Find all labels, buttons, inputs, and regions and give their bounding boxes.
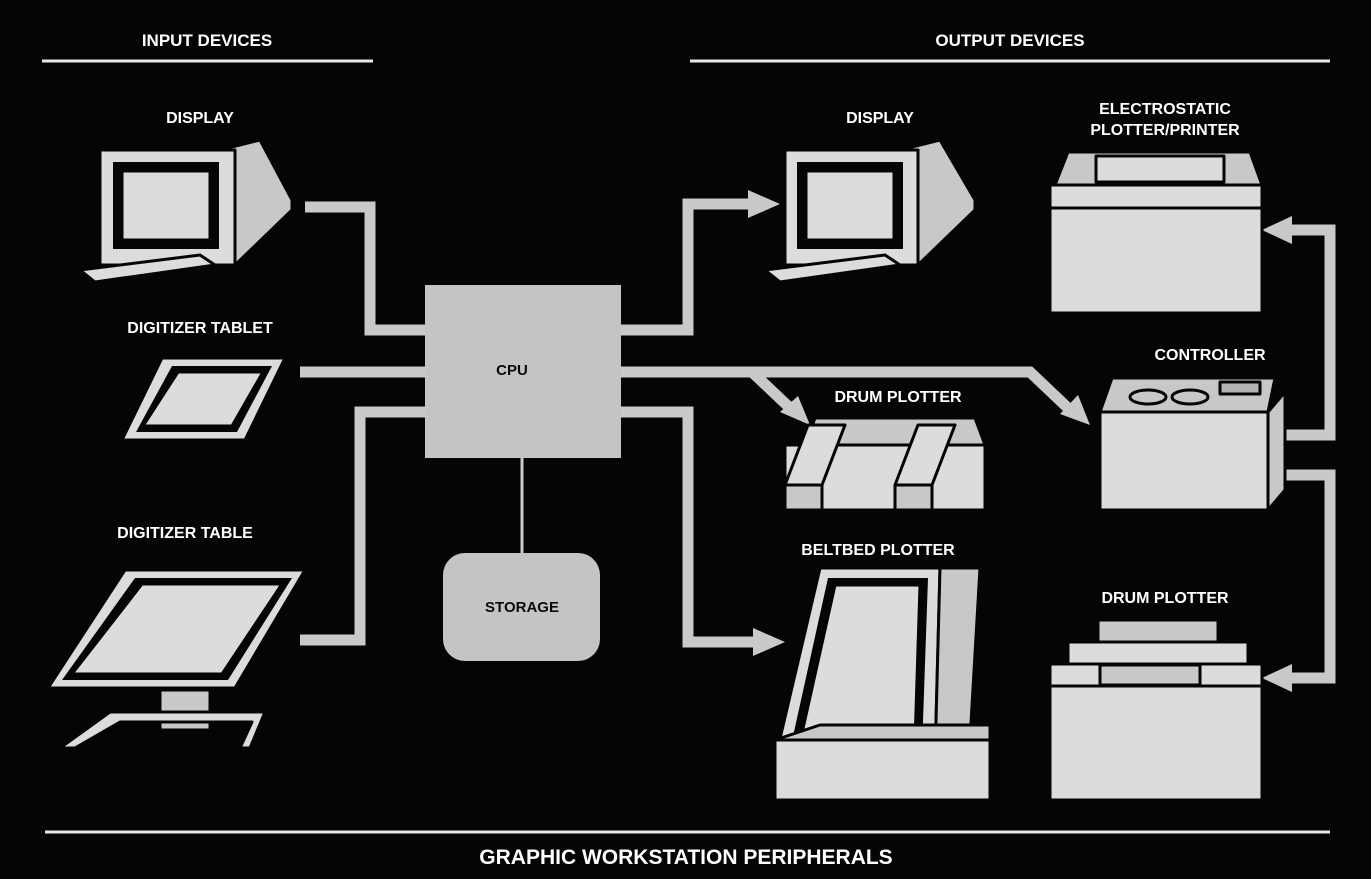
connector-display-cpu [305, 201, 428, 336]
drum-plotter-right-icon [1048, 618, 1264, 802]
storage-label: STORAGE [485, 599, 559, 616]
connector-controller-electrostatic [1270, 224, 1336, 441]
digitizer-tablet-icon [120, 356, 287, 442]
arrowhead-electrostatic [1262, 216, 1292, 244]
controller-icon [1098, 376, 1287, 512]
connector-cpu-display [620, 198, 750, 336]
beltbed-plotter-label: BELTBED PLOTTER [801, 542, 955, 559]
diagram-title: GRAPHIC WORKSTATION PERIPHERALS [479, 846, 892, 869]
arrowhead-drum-right [1262, 664, 1292, 692]
electrostatic-plotter-icon [1048, 150, 1264, 315]
controller-label: CONTROLLER [1154, 347, 1266, 364]
drum-plotter-center-icon [783, 416, 987, 512]
connector-controller-drum-right [1270, 469, 1336, 684]
electrostatic-label-line1: ELECTROSTATIC [1099, 101, 1231, 118]
input-display-icon [78, 138, 294, 284]
arrowhead-display [748, 190, 780, 218]
connector-cpu-drum-plotter [748, 368, 794, 412]
cpu-box [425, 285, 621, 458]
connectors [300, 190, 1336, 692]
beltbed-plotter-icon [773, 566, 992, 802]
output-display-icon [763, 138, 977, 284]
electrostatic-label-line2: PLOTTER/PRINTER [1090, 122, 1240, 139]
connector-table-cpu [300, 406, 428, 646]
input-tablet-label: DIGITIZER TABLET [127, 320, 273, 337]
output-display-label: DISPLAY [846, 110, 914, 127]
cpu-label: CPU [496, 362, 528, 379]
storage-box [443, 553, 600, 661]
drum-plotter-right-label: DRUM PLOTTER [1101, 590, 1229, 607]
arrowhead-beltbed [753, 628, 785, 656]
drum-plotter-center-label: DRUM PLOTTER [834, 389, 962, 406]
digitizer-table-icon [46, 568, 307, 750]
input-display-label: DISPLAY [166, 110, 234, 127]
input-devices-header: INPUT DEVICES [142, 31, 272, 50]
input-table-label: DIGITIZER TABLE [117, 525, 253, 542]
arrowhead-drum-plotter [780, 396, 810, 425]
output-devices-header: OUTPUT DEVICES [935, 31, 1084, 50]
arrowhead-controller [1060, 395, 1090, 425]
connector-cpu-beltbed [620, 406, 755, 648]
